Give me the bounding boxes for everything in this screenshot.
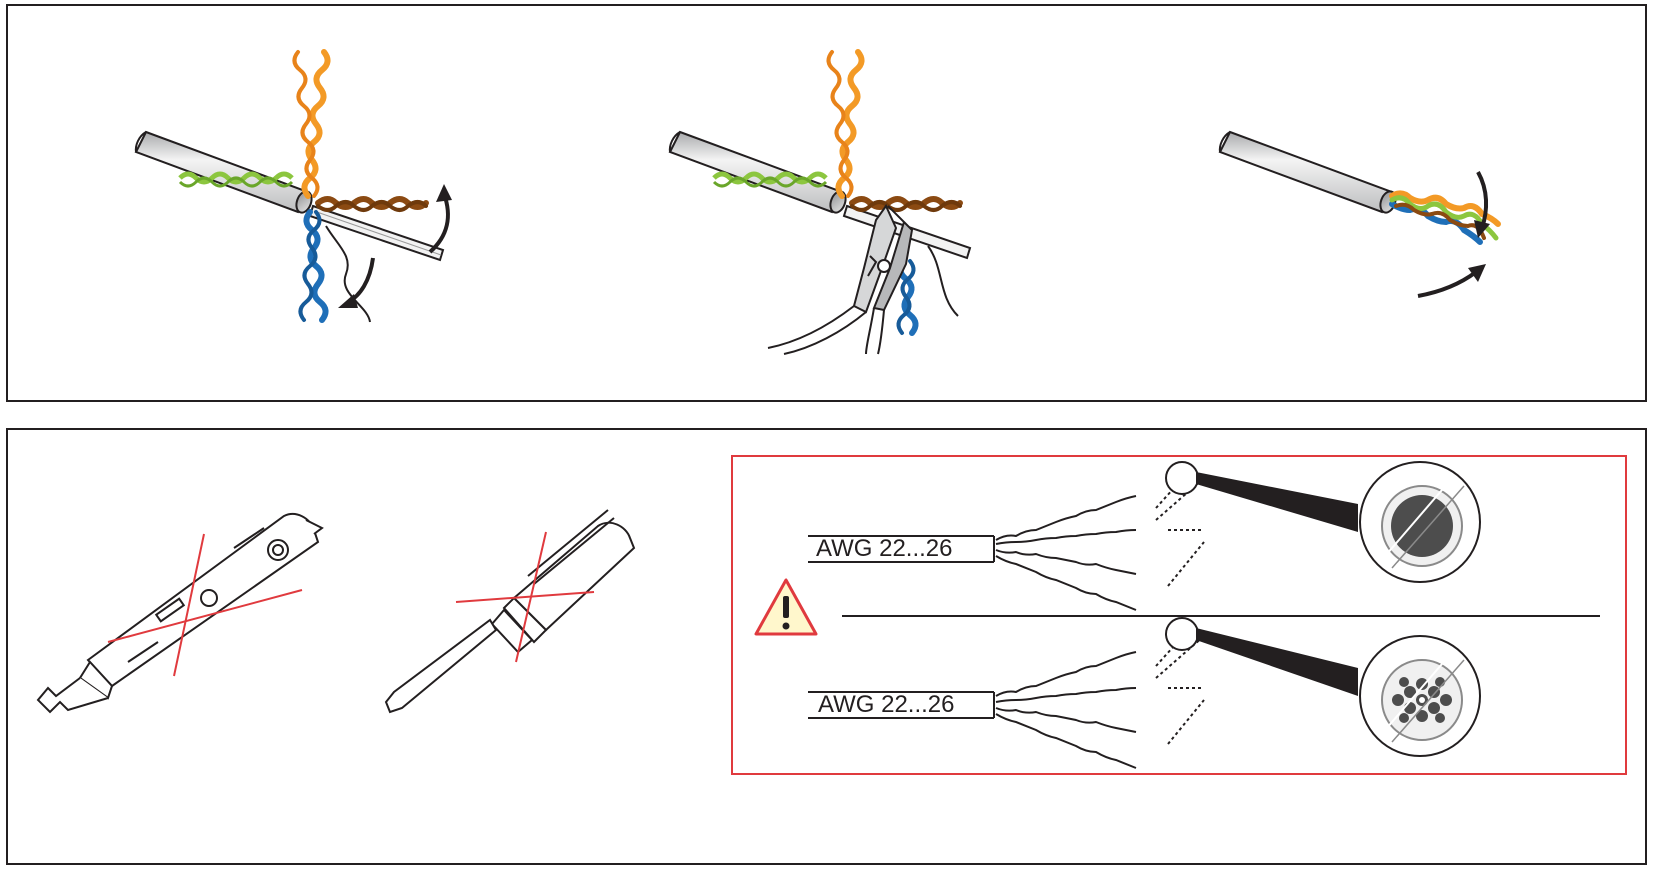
stranded-wire-group [808, 635, 1205, 769]
wire-type-frame [731, 455, 1627, 775]
solid-wire-group [808, 477, 1205, 611]
orange-pair [301, 49, 331, 199]
step2-cut [668, 49, 972, 355]
callout-beam [1196, 628, 1358, 696]
side-cutter-icon [767, 204, 914, 355]
step1-cable [134, 49, 452, 323]
steps-panel [6, 4, 1647, 402]
punch-down-tool-icon [36, 512, 324, 714]
awg-label-stranded: AWG 22...26 [818, 691, 955, 718]
solid-cross-section [1359, 461, 1481, 583]
warning-icon [754, 578, 818, 636]
rotate-arrow-icon [1417, 270, 1478, 298]
awg-label-solid: AWG 22...26 [816, 535, 953, 562]
magnifier-circle [1165, 461, 1199, 495]
stranded-cross-section [1359, 635, 1481, 757]
screwdriver-icon [384, 509, 636, 714]
rotate-arrow-icon [428, 193, 450, 254]
tools-drawing [36, 455, 1627, 775]
callout-beam [1196, 472, 1358, 532]
crossed-out-mark [107, 533, 303, 677]
step3-twist [1218, 130, 1501, 298]
tools-panel: AWG 22...26 AWG 22...26 [6, 428, 1647, 865]
brown-pair [315, 196, 429, 210]
magnifier-circle [1165, 617, 1199, 651]
steps-drawing [134, 49, 1501, 355]
crossed-out-mark [455, 531, 595, 663]
